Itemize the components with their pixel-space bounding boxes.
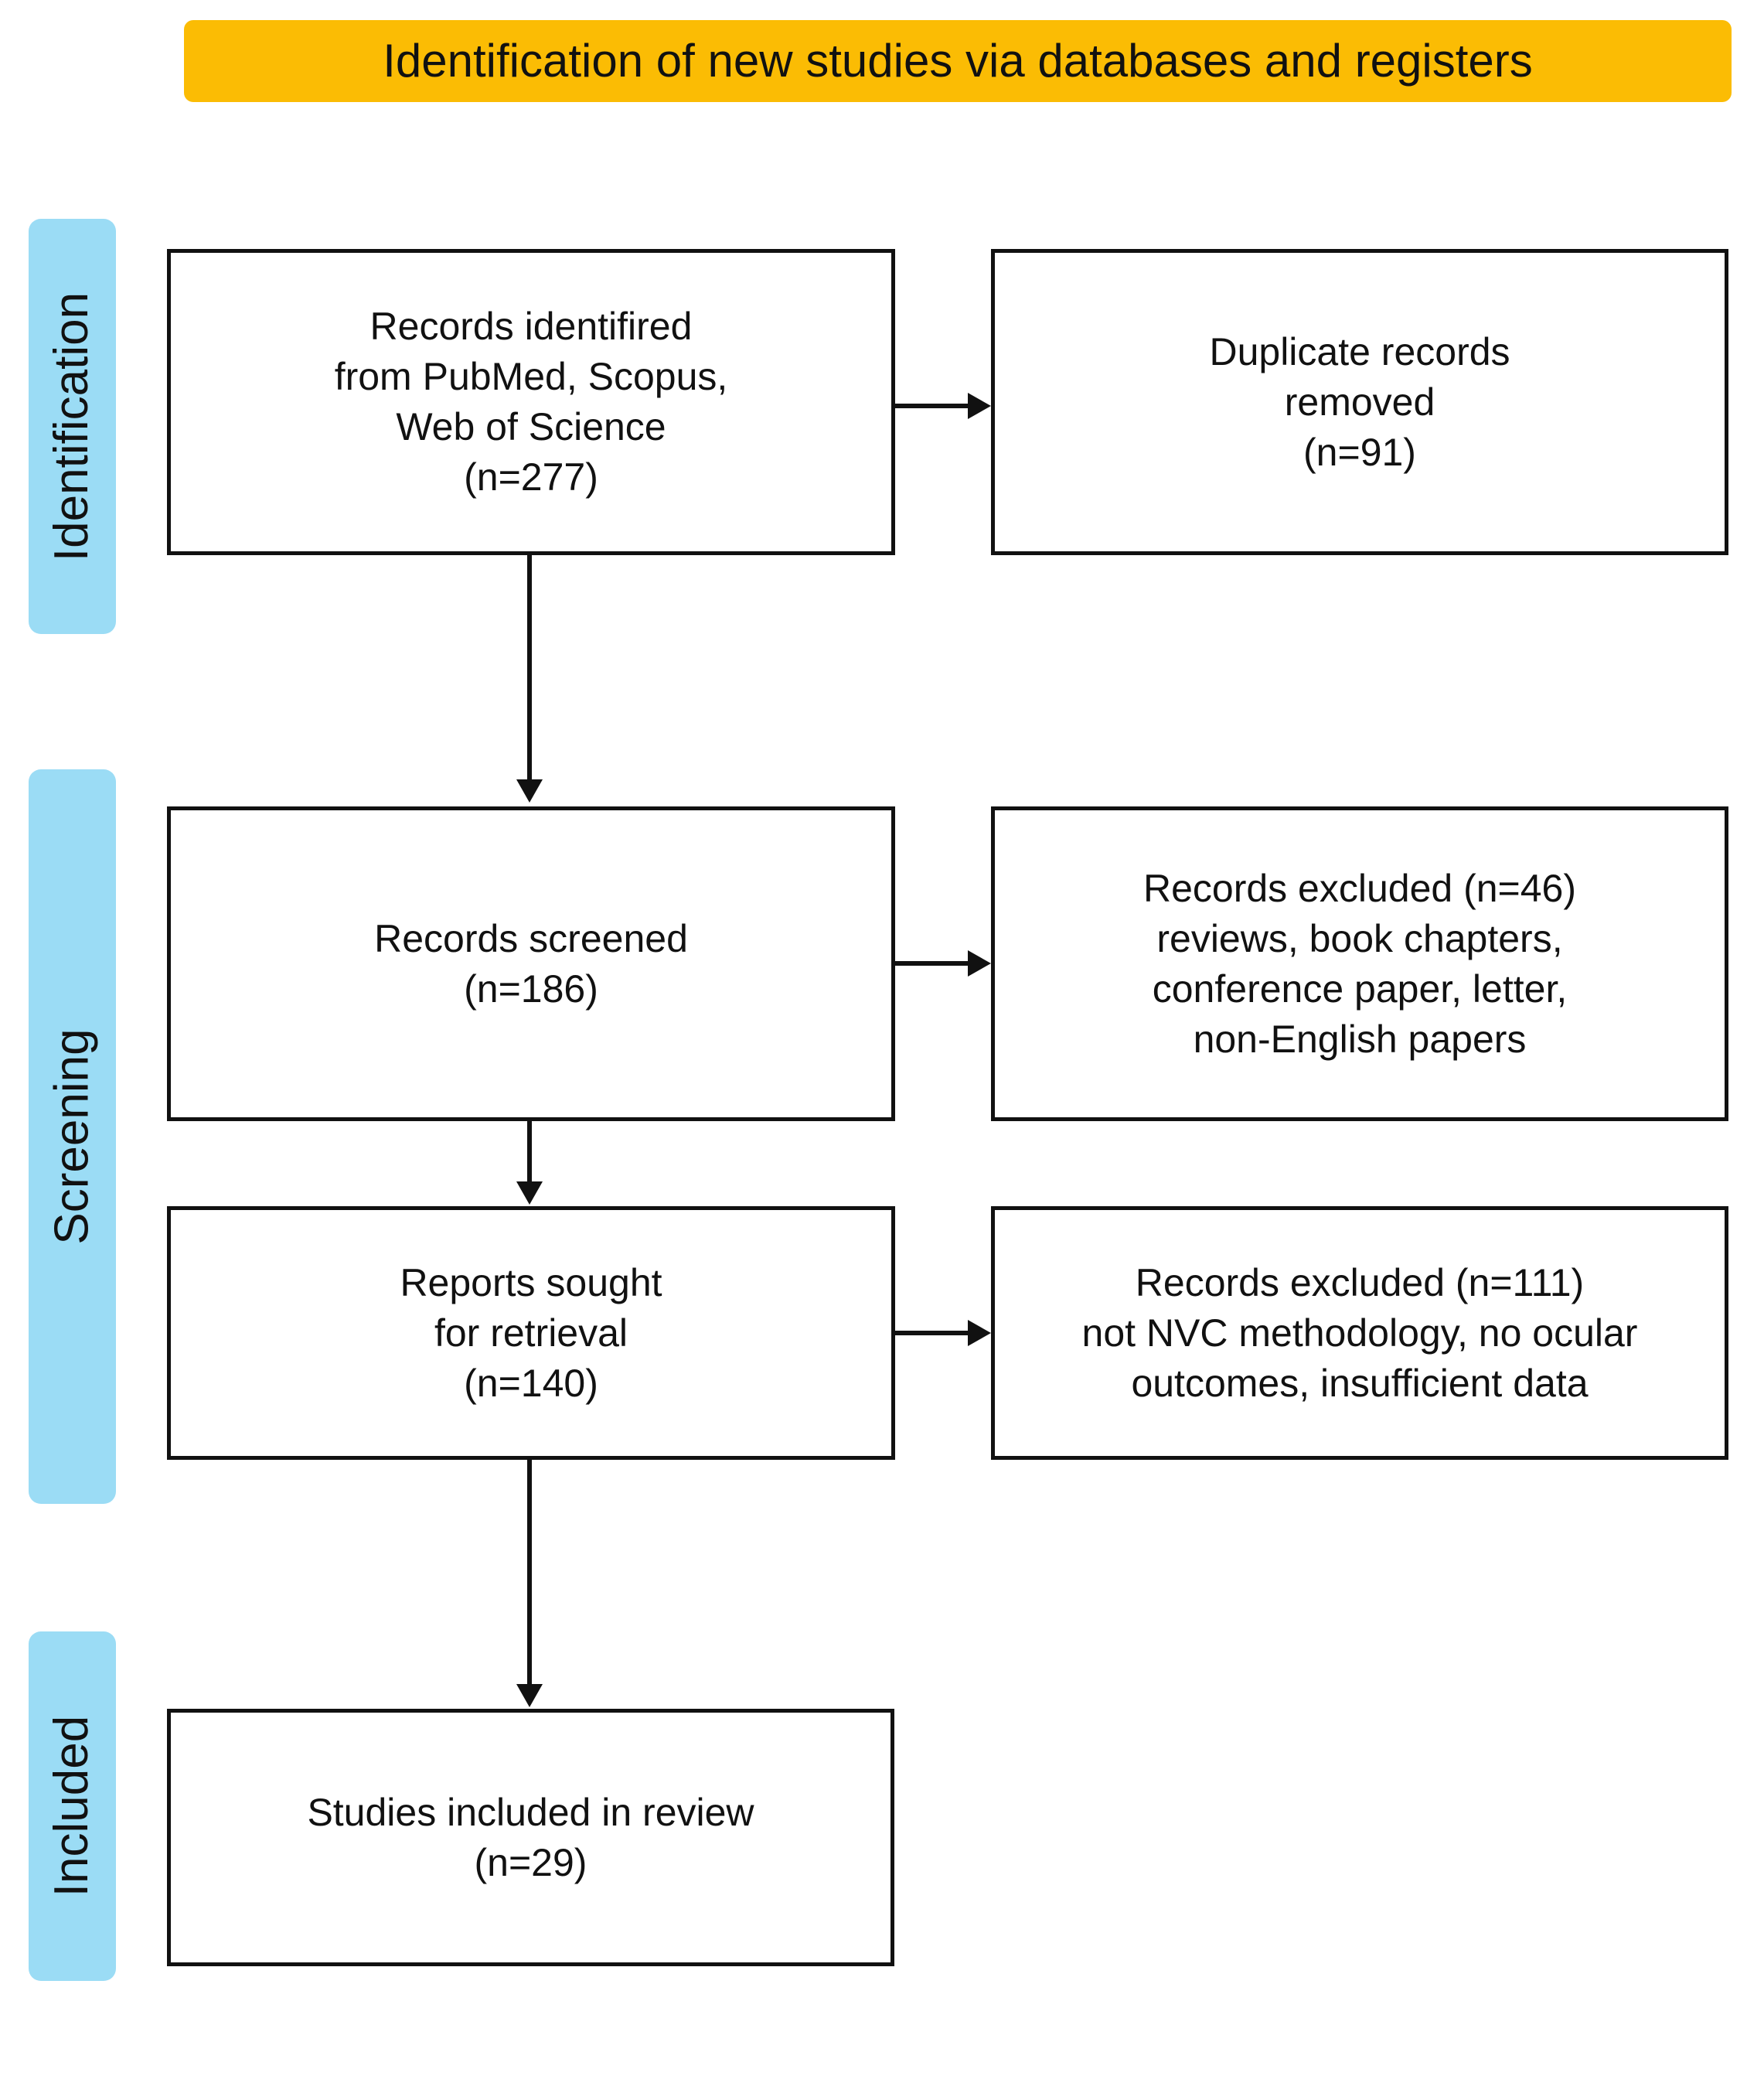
stage-label-included-text: Included (45, 1715, 99, 1897)
arrow-identified-to-screened-head-icon (516, 779, 543, 803)
node-records-identified-text: Records identifired from PubMed, Scopus,… (334, 305, 728, 499)
node-studies-included: Studies included in review (n=29) (167, 1709, 894, 1966)
stage-label-screening: Screening (29, 769, 116, 1504)
arrow-identified-to-duplicates-line (895, 404, 976, 408)
node-records-screened-text: Records screened (n=186) (374, 916, 688, 1011)
node-records-excluded-retrieval: Records excluded (n=111) not NVC methodo… (991, 1206, 1728, 1460)
node-records-screened: Records screened (n=186) (167, 806, 895, 1121)
arrow-screened-to-excluded-line (895, 961, 976, 966)
stage-label-included: Included (29, 1631, 116, 1981)
node-records-identified: Records identifired from PubMed, Scopus,… (167, 249, 895, 555)
arrow-sought-to-excluded-head-icon (968, 1320, 991, 1346)
node-duplicate-records-removed: Duplicate records removed (n=91) (991, 249, 1728, 555)
arrow-sought-to-included-line (527, 1460, 532, 1686)
stage-label-identification-text: Identification (45, 291, 99, 561)
node-studies-included-text: Studies included in review (n=29) (307, 1790, 754, 1884)
node-duplicate-records-removed-text: Duplicate records removed (n=91) (1209, 329, 1510, 474)
node-records-excluded-screening: Records excluded (n=46) reviews, book ch… (991, 806, 1728, 1121)
diagram-title: Identification of new studies via databa… (383, 35, 1533, 87)
node-records-excluded-screening-text: Records excluded (n=46) reviews, book ch… (1143, 866, 1577, 1061)
arrow-identified-to-screened-line (527, 555, 532, 781)
stage-label-screening-text: Screening (45, 1028, 99, 1245)
diagram-title-banner: Identification of new studies via databa… (184, 20, 1732, 102)
arrow-screened-to-excluded-head-icon (968, 950, 991, 977)
stage-label-identification: Identification (29, 219, 116, 634)
node-reports-sought-text: Reports sought for retrieval (n=140) (400, 1260, 662, 1405)
node-records-excluded-retrieval-text: Records excluded (n=111) not NVC methodo… (1081, 1260, 1638, 1405)
arrow-identified-to-duplicates-head-icon (968, 393, 991, 419)
arrow-sought-to-excluded-line (895, 1331, 976, 1335)
node-reports-sought: Reports sought for retrieval (n=140) (167, 1206, 895, 1460)
arrow-screened-to-sought-line (527, 1121, 532, 1183)
arrow-sought-to-included-head-icon (516, 1684, 543, 1707)
arrow-screened-to-sought-head-icon (516, 1181, 543, 1205)
